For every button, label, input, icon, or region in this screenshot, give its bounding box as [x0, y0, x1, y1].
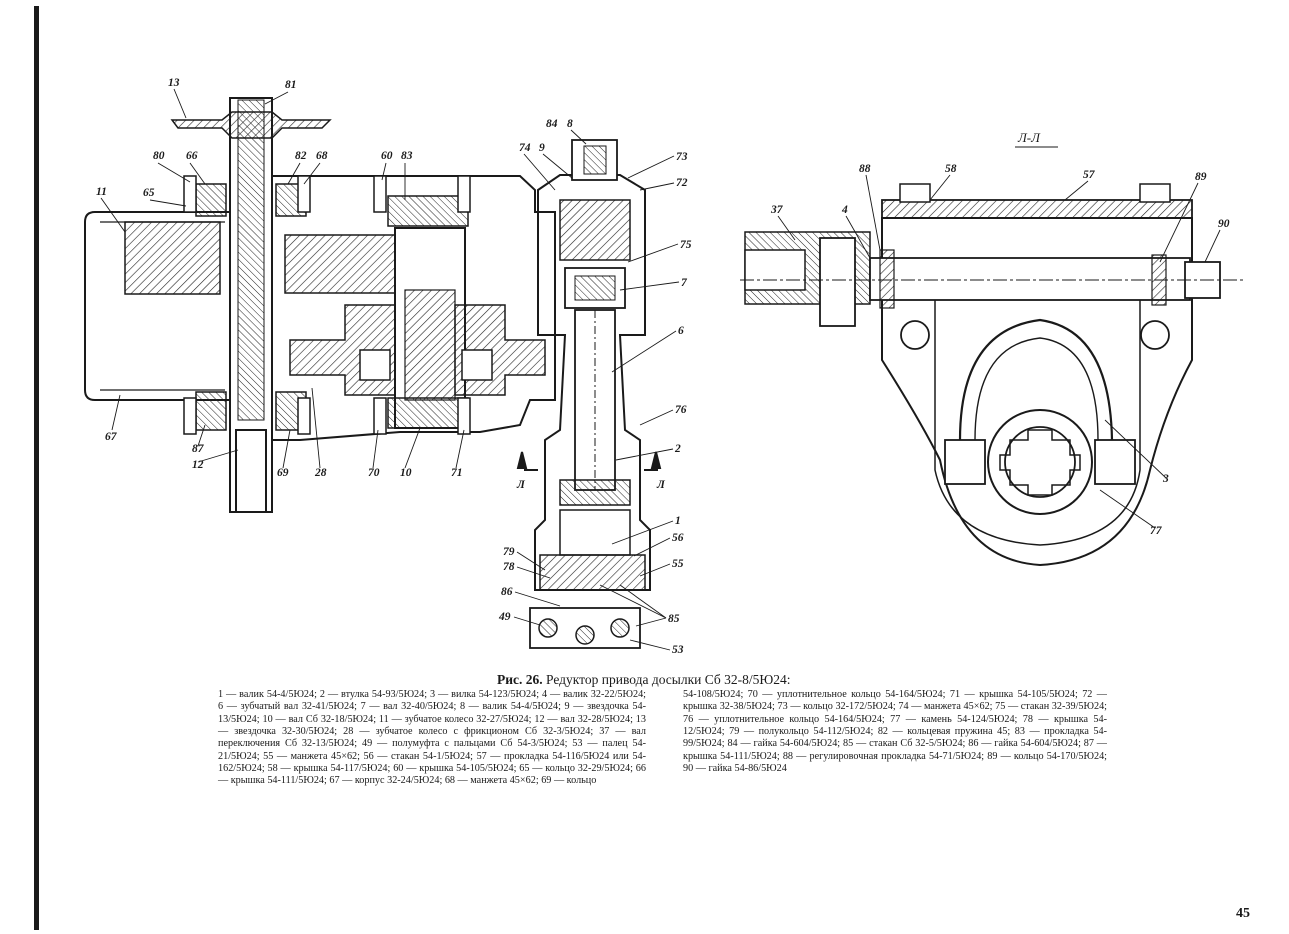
- callout-58: 58: [945, 163, 957, 175]
- caption-label: Рис. 26.: [497, 672, 543, 687]
- callout-49: 49: [498, 611, 511, 623]
- callout-9: 9: [539, 142, 545, 154]
- callout-82: 82: [295, 150, 307, 162]
- callout-57: 57: [1083, 169, 1096, 181]
- callout-8: 8: [567, 118, 573, 130]
- main-section-view: [84, 97, 556, 513]
- leader-lines: [100, 88, 1221, 651]
- cut-letter-left: Л: [516, 479, 526, 491]
- callout-69: 69: [277, 467, 289, 479]
- callout-76: 76: [675, 404, 687, 416]
- cut-letter-right: Л: [656, 479, 666, 491]
- callout-67: 67: [105, 431, 118, 443]
- callout-65: 65: [143, 187, 155, 199]
- callout-13: 13: [168, 77, 180, 89]
- callout-7: 7: [681, 277, 688, 289]
- callout-68: 68: [316, 150, 328, 162]
- callout-28: 28: [314, 467, 327, 479]
- callout-60: 60: [381, 150, 393, 162]
- callout-3: 3: [1162, 473, 1169, 485]
- gearbox-svg: Л Л Л-Л 13 81 80 66: [84, 77, 1245, 656]
- section-view-LL: [740, 183, 1245, 567]
- callout-89: 89: [1195, 171, 1207, 183]
- callout-88: 88: [859, 163, 871, 175]
- callout-90: 90: [1218, 218, 1230, 230]
- callout-80: 80: [153, 150, 165, 162]
- section-title: Л-Л: [1017, 130, 1041, 145]
- callout-71: 71: [451, 467, 463, 479]
- callout-74: 74: [519, 142, 531, 154]
- caption-title-text: Редуктор привода досылки Сб 32-8/5Ю24:: [546, 672, 791, 687]
- output-shaft-housing: [529, 139, 651, 649]
- callout-84: 84: [546, 118, 558, 130]
- callout-37: 37: [770, 204, 784, 216]
- figure-caption: Рис. 26. Редуктор привода досылки Сб 32-…: [497, 672, 1057, 688]
- callout-labels: 13 81 80 66 82 68 60 83 65 11 84 8 74 9 …: [96, 77, 1230, 656]
- callout-4: 4: [841, 204, 848, 216]
- callout-87: 87: [192, 443, 205, 455]
- callout-55: 55: [672, 558, 684, 570]
- callout-56: 56: [672, 532, 684, 544]
- callout-81: 81: [285, 79, 297, 91]
- callout-73: 73: [676, 151, 688, 163]
- callout-1: 1: [675, 515, 681, 527]
- callout-12: 12: [192, 459, 204, 471]
- callout-78: 78: [503, 561, 515, 573]
- section-cut-marks: [516, 451, 662, 471]
- callout-72: 72: [676, 177, 688, 189]
- callout-86: 86: [501, 586, 513, 598]
- callout-83: 83: [401, 150, 413, 162]
- binding-edge: [34, 6, 39, 930]
- gearbox-drawing: Л Л Л-Л 13 81 80 66: [84, 77, 1245, 656]
- callout-85: 85: [668, 613, 680, 625]
- callout-66: 66: [186, 150, 198, 162]
- callout-70: 70: [368, 467, 380, 479]
- callout-10: 10: [400, 467, 412, 479]
- callout-79: 79: [503, 546, 515, 558]
- page-number: 45: [1236, 906, 1250, 921]
- legend-column-right: 54-108/5Ю24; 70 — уплотнительное кольцо …: [683, 689, 1107, 775]
- callout-11: 11: [96, 186, 107, 198]
- legend-column-left: 1 — валик 54-4/5Ю24; 2 — втулка 54-93/5Ю…: [218, 689, 646, 787]
- callout-2: 2: [674, 443, 681, 455]
- callout-6: 6: [678, 325, 684, 337]
- callout-77: 77: [1150, 525, 1163, 537]
- callout-75: 75: [680, 239, 692, 251]
- callout-53: 53: [672, 644, 684, 656]
